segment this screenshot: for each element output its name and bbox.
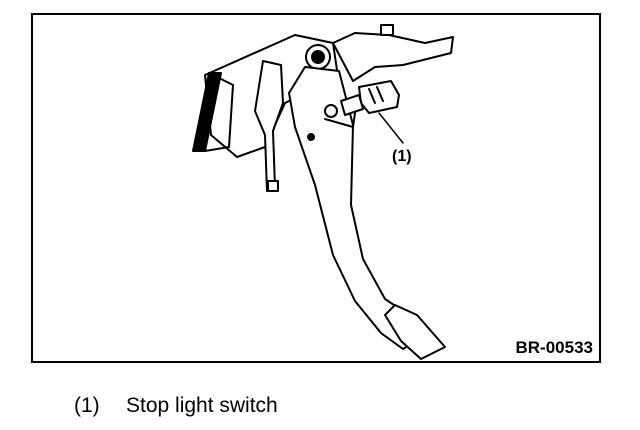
pedal-pad [384, 304, 446, 360]
legend-item: (1) Stop light switch [74, 395, 278, 416]
mounting-bolt [380, 24, 394, 36]
figure-id: BR-00533 [515, 338, 594, 357]
figure-frame: (1) BR-00533 [31, 13, 601, 363]
callout-leader-line [378, 112, 404, 144]
brake-pedal-illustration [192, 24, 454, 360]
stop-light-switch [358, 80, 400, 114]
legend-text: Stop light switch [126, 394, 278, 417]
bracket-upper-arm [332, 32, 454, 82]
legend-number: (1) [74, 394, 100, 417]
callout-label: (1) [392, 148, 412, 165]
